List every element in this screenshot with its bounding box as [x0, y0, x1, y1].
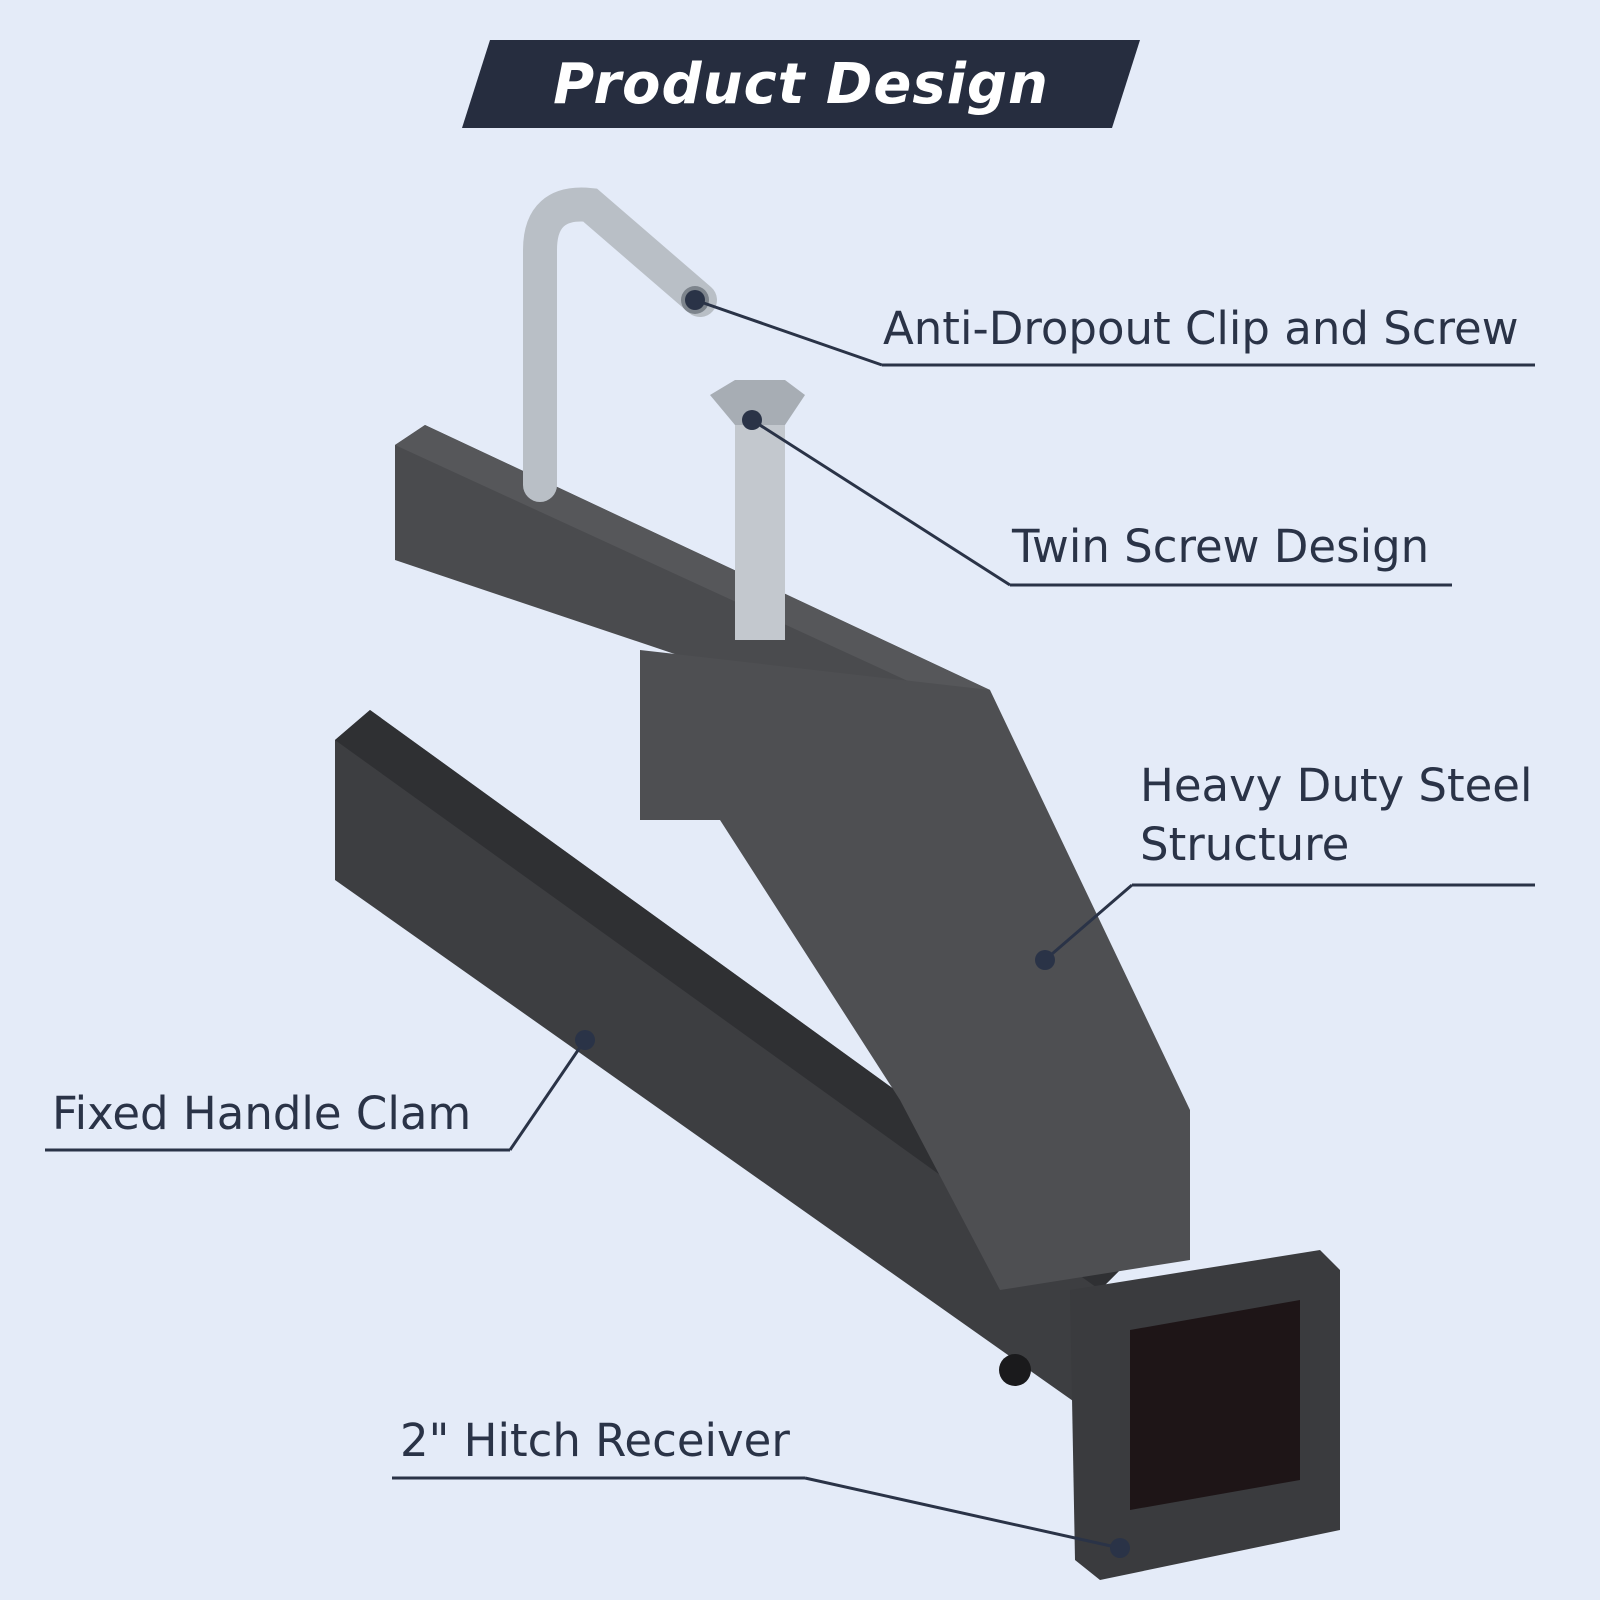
callout-twin-screw: Twin Screw Design — [1012, 520, 1430, 573]
callout-fixed-handle-clam: Fixed Handle Clam — [52, 1087, 472, 1140]
callout-steel-structure: Heavy Duty Steel Structure — [1140, 759, 1533, 871]
callout-hitch-receiver: 2" Hitch Receiver — [400, 1414, 790, 1467]
banner-title: Product Design — [553, 51, 1049, 117]
bottom-clamp-bar — [335, 710, 1130, 1420]
callout-anti-dropout-clip: Anti-Dropout Clip and Screw — [883, 302, 1519, 355]
title-banner: Product Design — [462, 40, 1140, 128]
twin-screw — [735, 420, 785, 640]
steel-structure — [640, 650, 1190, 1290]
j-clip — [523, 187, 717, 502]
